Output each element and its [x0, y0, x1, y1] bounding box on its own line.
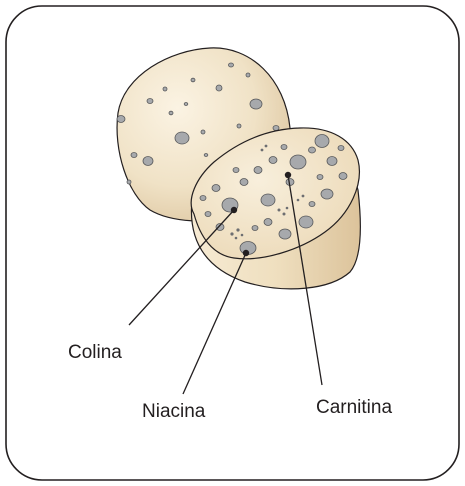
label-carnitina: Carnitina: [316, 397, 392, 419]
label-niacina: Niacina: [142, 401, 205, 423]
label-colina: Colina: [68, 342, 122, 364]
